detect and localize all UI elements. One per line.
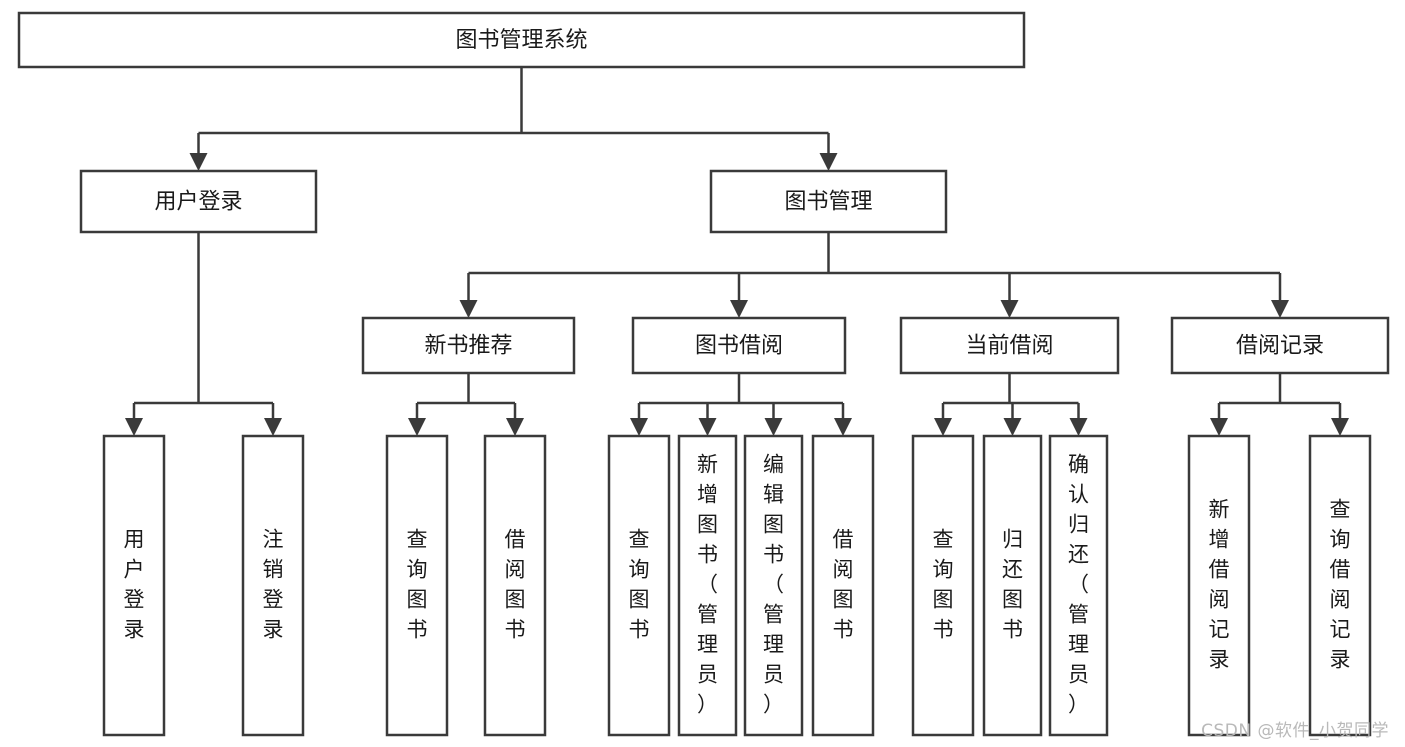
arrow-head-icon (506, 418, 524, 436)
node-root-0[interactable]: 图书管理系统 (17, 11, 1026, 69)
node-box-当前借阅[interactable] (899, 316, 1120, 375)
arrow-head-icon (408, 418, 426, 436)
node-label: 注销登录 (263, 528, 284, 642)
arrow-head-icon (764, 418, 783, 436)
node-label: 查询图书 (933, 528, 954, 642)
node-box-图书借阅[interactable] (631, 316, 847, 375)
node-leaf-1[interactable]: 注销登录 (241, 434, 305, 737)
node-l3-1[interactable]: 图书借阅 (631, 316, 847, 375)
arrow-head-icon (1331, 418, 1349, 436)
node-label: 新增图书（管理员） (697, 453, 718, 717)
node-label: 借阅记录 (1236, 334, 1324, 359)
arrow-head-icon (1069, 418, 1088, 436)
arrow-head-icon (264, 418, 282, 436)
node-box-查询图书[interactable] (385, 434, 449, 737)
node-label: 图书管理系统 (455, 28, 587, 53)
arrow-head-icon (1000, 300, 1019, 318)
node-label: 新书推荐 (424, 334, 512, 359)
arrow-head-icon (934, 418, 952, 436)
node-box-确认归还管理员[interactable] (1048, 434, 1109, 737)
arrow-head-icon (189, 153, 208, 171)
arrow-head-icon (459, 300, 478, 318)
node-box-借阅图书[interactable] (483, 434, 547, 737)
node-box-查询图书[interactable] (607, 434, 671, 737)
node-label: 确认归还（管理员） (1068, 453, 1089, 717)
node-leaf-8[interactable]: 查询图书 (911, 434, 975, 737)
arrow-head-icon (1210, 418, 1228, 436)
node-label: 图书管理 (784, 190, 872, 215)
connector-layer (125, 67, 1349, 436)
arrow-head-icon (125, 418, 143, 436)
arrow-head-icon (630, 418, 648, 436)
node-box-用户登录[interactable] (102, 434, 166, 737)
node-box-查询借阅记录[interactable] (1308, 434, 1372, 737)
node-box-用户登录[interactable] (79, 169, 318, 234)
node-l2-0[interactable]: 用户登录 (79, 169, 318, 234)
node-label: 图书借阅 (695, 334, 783, 359)
node-box-新书推荐[interactable] (361, 316, 576, 375)
node-leaf-9[interactable]: 归还图书 (982, 434, 1043, 737)
node-leaf-0[interactable]: 用户登录 (102, 434, 166, 737)
node-leaf-3[interactable]: 借阅图书 (483, 434, 547, 737)
node-leaf-7[interactable]: 借阅图书 (811, 434, 875, 737)
node-l2-1[interactable]: 图书管理 (709, 169, 948, 234)
node-leaf-11[interactable]: 新增借阅记录 (1187, 434, 1251, 737)
node-label: 当前借阅 (965, 334, 1053, 359)
node-l3-2[interactable]: 当前借阅 (899, 316, 1120, 375)
node-label: 借阅图书 (505, 528, 526, 642)
arrow-head-icon (1003, 418, 1022, 436)
node-leaf-5[interactable]: 新增图书（管理员） (677, 434, 738, 737)
node-label: 编辑图书（管理员） (763, 453, 784, 717)
node-box-借阅图书[interactable] (811, 434, 875, 737)
arrow-head-icon (819, 153, 838, 171)
arrow-head-icon (730, 300, 748, 318)
arrow-head-icon (698, 418, 717, 436)
node-box-新增借阅记录[interactable] (1187, 434, 1251, 737)
arrow-head-icon (1271, 300, 1289, 318)
node-box-注销登录[interactable] (241, 434, 305, 737)
node-box-图书管理系统[interactable] (17, 11, 1026, 69)
node-leaf-12[interactable]: 查询借阅记录 (1308, 434, 1372, 737)
node-l3-0[interactable]: 新书推荐 (361, 316, 576, 375)
node-leaf-2[interactable]: 查询图书 (385, 434, 449, 737)
node-leaf-6[interactable]: 编辑图书（管理员） (743, 434, 804, 737)
node-label: 借阅图书 (833, 528, 854, 642)
node-box-图书管理[interactable] (709, 169, 948, 234)
node-label: 用户登录 (154, 190, 242, 215)
node-box-归还图书[interactable] (982, 434, 1043, 737)
node-box-借阅记录[interactable] (1170, 316, 1390, 375)
node-label: 查询借阅记录 (1330, 498, 1351, 672)
node-box-查询图书[interactable] (911, 434, 975, 737)
arrow-head-icon (834, 418, 852, 436)
node-box-新增图书管理员[interactable] (677, 434, 738, 737)
node-layer: 图书管理系统用户登录图书管理新书推荐图书借阅当前借阅借阅记录用户登录注销登录查询… (17, 11, 1390, 737)
node-label: 查询图书 (629, 528, 650, 642)
node-label: 新增借阅记录 (1209, 498, 1230, 672)
node-leaf-10[interactable]: 确认归还（管理员） (1048, 434, 1109, 737)
node-label: 归还图书 (1002, 528, 1023, 642)
node-box-编辑图书管理员[interactable] (743, 434, 804, 737)
node-label: 查询图书 (407, 528, 428, 642)
node-label: 用户登录 (124, 528, 145, 642)
node-l3-3[interactable]: 借阅记录 (1170, 316, 1390, 375)
node-leaf-4[interactable]: 查询图书 (607, 434, 671, 737)
